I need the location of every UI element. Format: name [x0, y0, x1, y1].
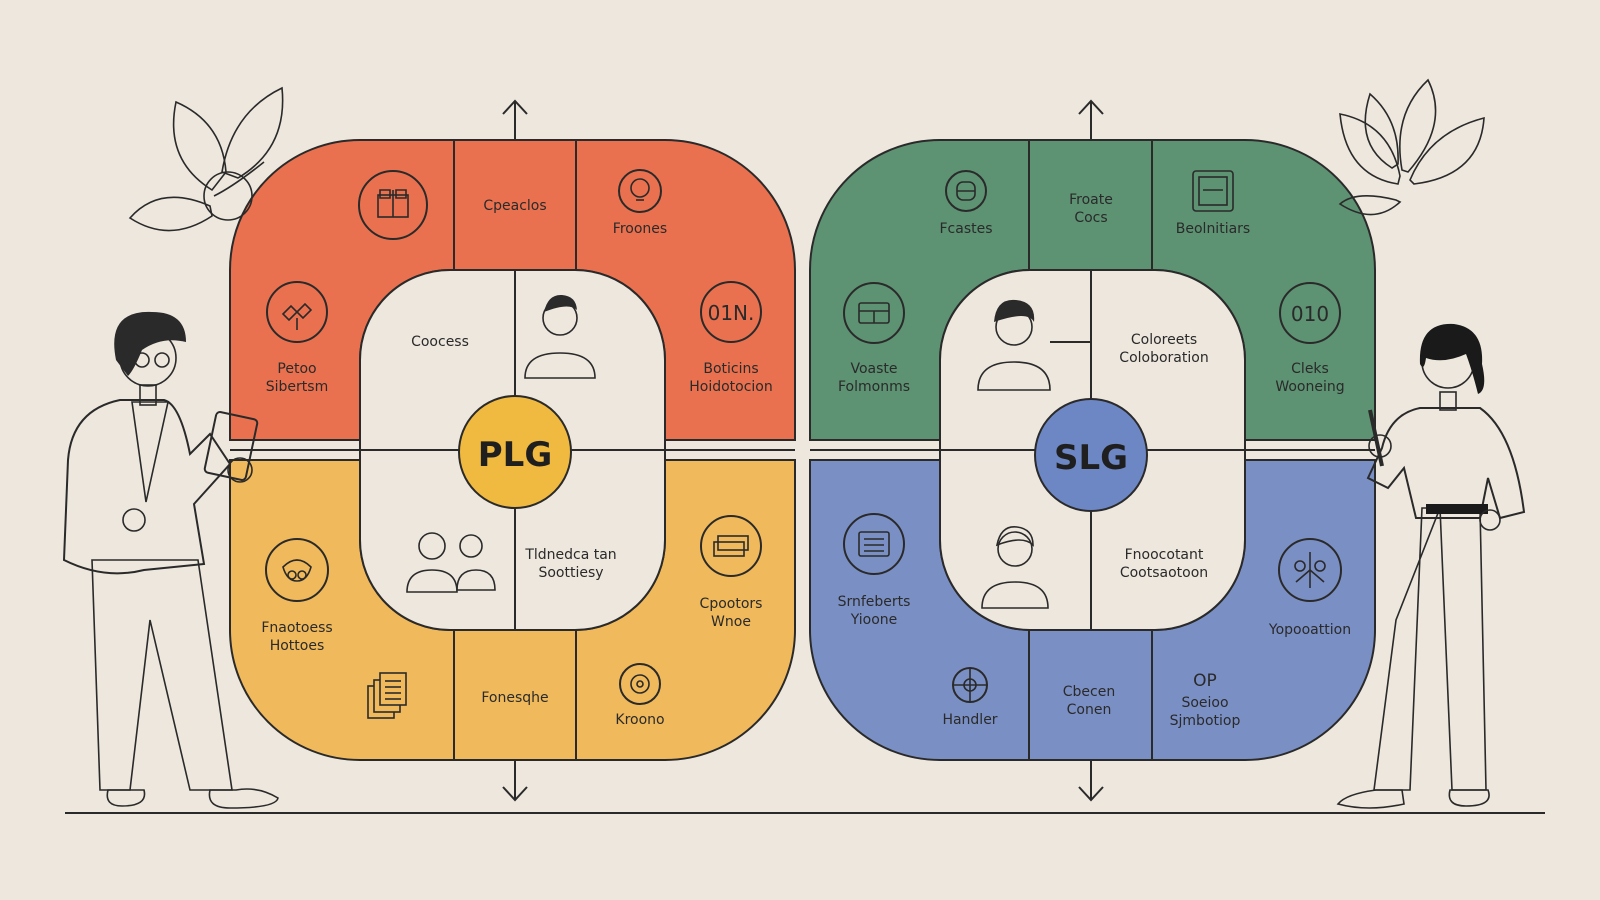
plg-bottom-right-tile: Cpootors Wnoe [700, 515, 763, 630]
plg-inner-bottom-right-label-1: Tldnedca tan [524, 547, 616, 563]
keys-icon: O⁠P [1193, 671, 1217, 691]
plg-down-arrow [502, 760, 528, 802]
plg-top-right-tile: 01N. Boticins Hoidotocion [689, 281, 773, 395]
plg-bottom-mid-right-tile: Kroono [615, 663, 665, 728]
plg-inner-bottom-right-label-2: Soottiesy [538, 565, 603, 581]
slg-right-lower-tile: Yopooattion [1268, 538, 1351, 638]
plg-top-left-tile: Petoo Sibertsm [266, 281, 328, 395]
slg-bottom-mid-left-tile: Handler [942, 667, 998, 728]
plg-up-arrow [502, 99, 528, 140]
handshake-icon [282, 559, 312, 582]
slg-top-mid-right-tile: Beolnitiars [1176, 170, 1250, 237]
slg-top-mid-right-label: Beolnitiars [1176, 221, 1250, 237]
plg-bottom-left-tile: Fnaotoess Hottoes [261, 538, 333, 654]
plg-bottom-mid-label: Fonesqhe [481, 690, 548, 706]
slg-inner-top-right-label-1: Coloreets [1131, 332, 1197, 348]
left-leaves-decoration [128, 86, 284, 232]
slg-person-avatar-top [977, 299, 1051, 391]
slg-bottom-mid-label-2: Conen [1067, 702, 1112, 718]
network-icon [1294, 552, 1326, 588]
plg-top-mid-right-label: Froones [613, 221, 667, 237]
wheel-icon [953, 668, 987, 702]
window-icon [858, 302, 890, 324]
puzzle-icon [281, 302, 313, 330]
right-person-illustration [1336, 323, 1526, 809]
lightbulb-icon [630, 178, 650, 201]
slg-left-lower-tile: Srnfeberts Yioone [838, 513, 911, 628]
plg-bottom-left-label-2: Hottoes [270, 638, 325, 654]
left-person-illustration [62, 311, 279, 809]
plg-top-right-label-2: Hoidotocion [689, 379, 773, 395]
slg-bottom-mid-right-tile: O⁠P Soeioo Sjmbotiop [1170, 671, 1241, 729]
slg-left-upper-label-2: Folmonms [838, 379, 910, 395]
plg-inner-left-label: Coocess [411, 334, 469, 350]
plg-bottom-right-label-2: Wnoe [711, 614, 751, 630]
plg-top-right-label-1: Boticins [703, 361, 758, 377]
slg-down-arrow [1078, 760, 1104, 802]
plg-top-left-label-2: Sibertsm [266, 379, 328, 395]
slg-left-upper-tile: Voaste Folmonms [838, 282, 910, 395]
plg-board: PLG Petoo Sibertsm Cpeaclos Froones [229, 139, 796, 761]
slg-bottom-mid-right-label-1: Soeioo [1181, 695, 1228, 711]
slg-right-upper-tile: 010 Cleks Wooneing [1275, 282, 1345, 395]
document-icon [858, 531, 890, 557]
slg-left-upper-label-1: Voaste [850, 361, 897, 377]
slg-right-upper-label-2: Wooneing [1275, 379, 1344, 395]
plg-bottom-left-label-1: Fnaotoess [261, 620, 332, 636]
plg-top-mid-right-tile: Froones [613, 169, 667, 237]
slg-inner-bottom-right-label-1: Fnoocotant [1125, 547, 1204, 563]
slg-top-mid-label-2: Cocs [1074, 210, 1107, 226]
cards-icon [713, 535, 749, 557]
gift-icon [377, 189, 409, 218]
binary-icon: 010 [1291, 302, 1329, 326]
plg-bottom-mid-left-tile [367, 672, 407, 719]
browser-icon [1192, 170, 1234, 212]
slg-board: SLG Fcastes Froate Cocs Beolnitiars Voas… [809, 139, 1376, 761]
plg-top-mid-left-tile [358, 170, 428, 240]
slg-bottom-mid-left-label: Handler [942, 712, 997, 728]
plg-bottom-mid-right-label: Kroono [615, 712, 664, 728]
slg-person-avatar-bottom [981, 526, 1049, 609]
slg-hub-label: SLG [1054, 438, 1128, 478]
slg-top-mid-left-tile: Fcastes [939, 170, 993, 237]
slg-right-upper-label-1: Cleks [1291, 361, 1329, 377]
plg-person-avatar [524, 294, 596, 379]
slg-up-arrow [1078, 99, 1104, 140]
binary-icon: 01N. [708, 301, 755, 325]
plg-top-left-label-1: Petoo [277, 361, 316, 377]
plg-top-mid-label: Cpeaclos [483, 198, 546, 214]
slg-top-mid-label-1: Froate [1069, 192, 1113, 208]
right-leaves-decoration [1338, 78, 1485, 216]
database-icon [956, 181, 976, 201]
gear-icon [630, 674, 650, 694]
slg-right-lower-label: Yopooattion [1268, 622, 1351, 638]
documents-icon [367, 672, 407, 719]
slg-inner-top-right-label-2: Coloboration [1119, 350, 1208, 366]
slg-bottom-mid-right-label-2: Sjmbotiop [1170, 713, 1241, 729]
plg-hub-label: PLG [478, 435, 553, 475]
plg-bottom-right-label-1: Cpootors [700, 596, 763, 612]
slg-hub [1034, 398, 1148, 512]
slg-inner-bottom-right-label-2: Cootsaotoon [1120, 565, 1208, 581]
slg-left-lower-label-1: Srnfeberts [838, 594, 911, 610]
slg-top-mid-left-label: Fcastes [939, 221, 992, 237]
plg-hub [458, 395, 572, 509]
slg-bottom-mid-label-1: Cbecen [1063, 684, 1115, 700]
slg-left-lower-label-2: Yioone [850, 612, 898, 628]
plg-team-avatar [406, 532, 496, 593]
